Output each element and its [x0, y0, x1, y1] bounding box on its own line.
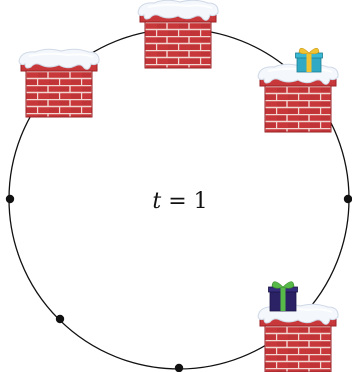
chimney-upper-right	[257, 63, 340, 133]
chimney-lower-right	[257, 303, 340, 372]
node-bottom	[174, 363, 184, 372]
chimney-upper-left	[18, 48, 101, 118]
time-label: t = 1	[152, 189, 207, 214]
node-lower-left	[55, 314, 65, 324]
gift-navy-icon	[268, 281, 298, 312]
node-right	[343, 194, 352, 204]
node-left	[5, 194, 15, 204]
gift-teal-icon	[295, 47, 323, 73]
chimney-top	[137, 0, 220, 69]
